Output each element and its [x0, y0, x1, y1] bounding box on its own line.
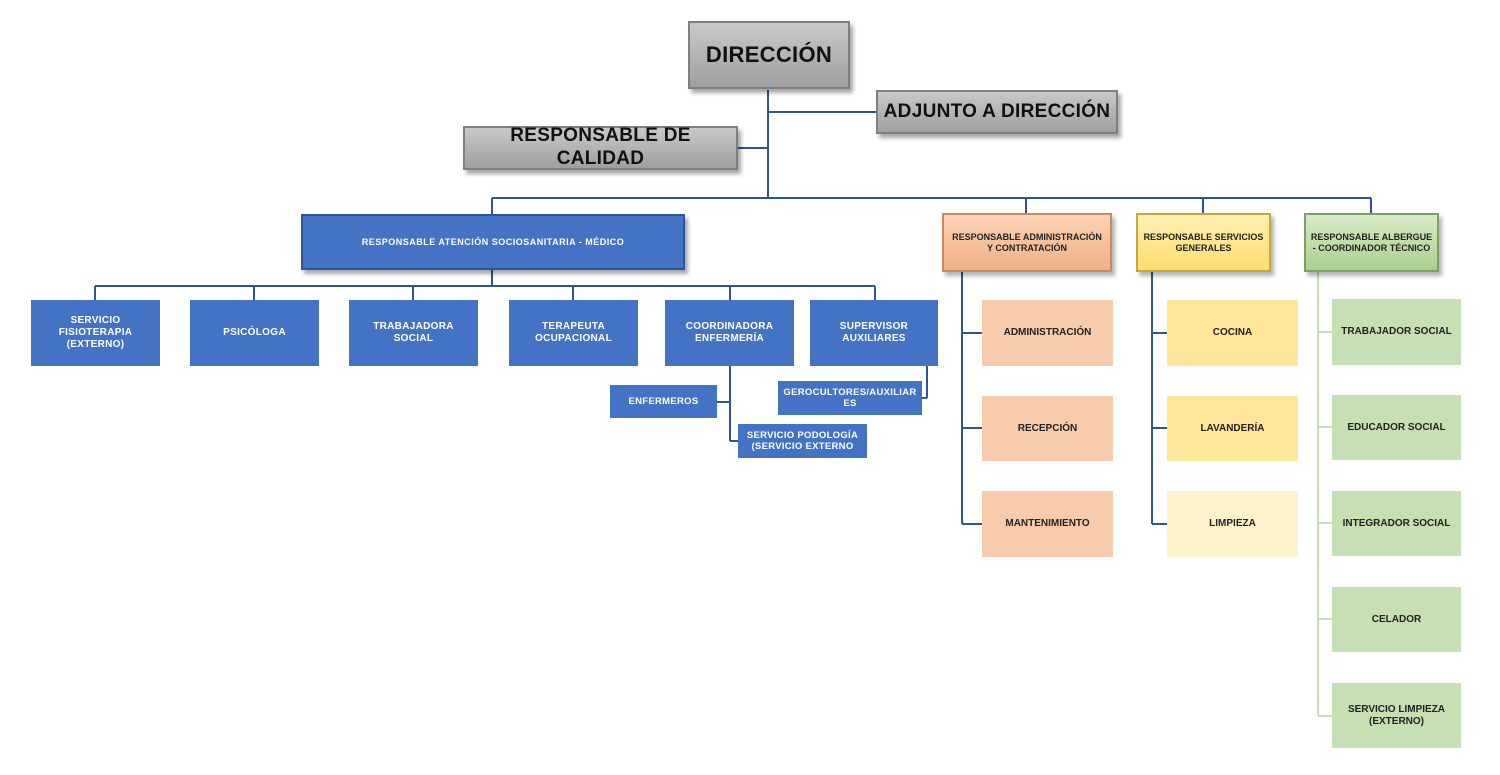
- adjunto-direccion-box: ADJUNTO A DIRECCIÓN: [876, 90, 1118, 134]
- responsable-calidad-box: RESPONSABLE DE CALIDAD: [463, 125, 738, 170]
- responsable-administracion-box: RESPONSABLE ADMINISTRACIÓN Y CONTRATACIÓ…: [942, 213, 1112, 272]
- responsable-sociosanitaria-box: RESPONSABLE ATENCIÓN SOCIOSANITARIA - MÉ…: [301, 214, 685, 270]
- servicio-limpieza-box: SERVICIO LIMPIEZA (EXTERNO): [1332, 683, 1461, 748]
- educador-social-box: EDUCADOR SOCIAL: [1332, 395, 1461, 460]
- trabajador-social-box: TRABAJADOR SOCIAL: [1332, 299, 1461, 365]
- integrador-social-box: INTEGRADOR SOCIAL: [1332, 491, 1461, 556]
- fisioterapia-box: SERVICIO FISIOTERAPIA (EXTERNO): [31, 300, 160, 366]
- coordinadora-enfermeria-box: COORDINADORA ENFERMERÍA: [665, 300, 794, 366]
- trabajadora-social-box: TRABAJADORA SOCIAL: [349, 300, 478, 366]
- psicologa-box: PSICÓLOGA: [190, 300, 319, 366]
- administracion-box: ADMINISTRACIÓN: [982, 300, 1113, 366]
- lavanderia-box: LAVANDERÍA: [1167, 396, 1298, 461]
- celador-box: CELADOR: [1332, 587, 1461, 652]
- limpieza-box: LIMPIEZA: [1167, 491, 1298, 557]
- direccion-box: DIRECCIÓN: [688, 21, 850, 89]
- supervisor-auxiliares-box: SUPERVISOR AUXILIARES: [810, 300, 938, 366]
- terapeuta-ocupacional-box: TERAPEUTA OCUPACIONAL: [509, 300, 638, 366]
- mantenimiento-box: MANTENIMIENTO: [982, 491, 1113, 557]
- gerocultores-box: GEROCULTORES/AUXILIARES: [778, 381, 922, 415]
- responsable-albergue-box: RESPONSABLE ALBERGUE - COORDINADOR TÉCNI…: [1304, 213, 1439, 272]
- cocina-box: COCINA: [1167, 300, 1298, 366]
- recepcion-box: RECEPCIÓN: [982, 396, 1113, 461]
- responsable-servicios-generales-box: RESPONSABLE SERVICIOS GENERALES: [1136, 213, 1271, 272]
- enfermeros-box: ENFERMEROS: [610, 385, 717, 418]
- podologia-box: SERVICIO PODOLOGÍA (SERVICIO EXTERNO: [738, 424, 867, 458]
